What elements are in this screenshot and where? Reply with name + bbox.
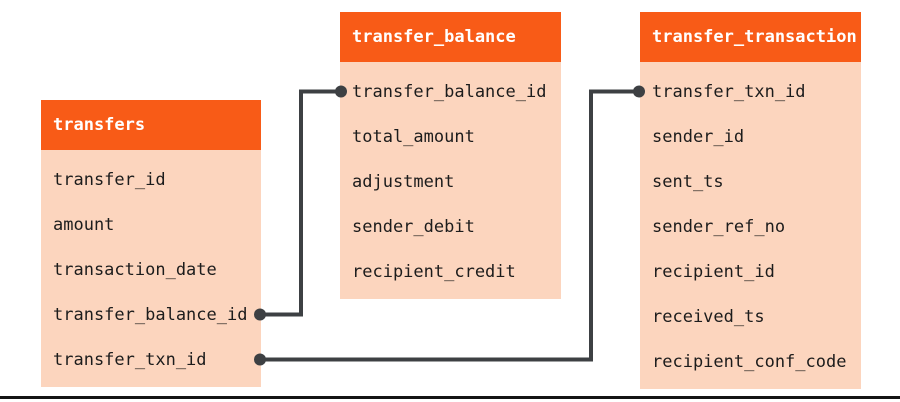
table-transfers-header[interactable]: transfers (41, 100, 261, 150)
field-row[interactable]: amount (53, 214, 115, 235)
table-transfer-transaction-body: transfer_txn_id sender_id sent_ts sender… (640, 62, 861, 389)
field-row[interactable]: sender_debit (352, 216, 475, 237)
field-row[interactable]: transaction_date (53, 259, 217, 280)
field-row[interactable]: adjustment (352, 171, 455, 192)
relationship-line-transfers-to-balance (260, 89, 341, 317)
field-row[interactable]: received_ts (652, 306, 765, 327)
field-row[interactable]: transfer_balance_id (53, 304, 248, 325)
field-row[interactable]: total_amount (352, 126, 475, 147)
table-transfer-transaction: transfer_transaction transfer_txn_id sen… (640, 12, 861, 389)
table-transfer-transaction-header[interactable]: transfer_transaction (640, 12, 861, 62)
field-row[interactable]: transfer_txn_id (53, 349, 207, 370)
table-transfer-balance: transfer_balance transfer_balance_id tot… (340, 12, 561, 299)
field-row[interactable]: sender_id (652, 126, 745, 147)
table-transfers: transfers transfer_id amount transaction… (41, 100, 261, 387)
field-row[interactable]: recipient_id (652, 261, 775, 282)
field-row[interactable]: transfer_txn_id (652, 81, 806, 102)
field-row[interactable]: sent_ts (652, 171, 724, 192)
field-row[interactable]: recipient_credit (352, 261, 516, 282)
field-row[interactable]: sender_ref_no (652, 216, 786, 237)
table-transfer-balance-body: transfer_balance_id total_amount adjustm… (340, 62, 561, 299)
table-transfers-body: transfer_id amount transaction_date tran… (41, 150, 261, 387)
field-row[interactable]: transfer_id (53, 169, 166, 190)
field-row[interactable]: recipient_conf_code (652, 351, 847, 372)
table-transfer-balance-header[interactable]: transfer_balance (340, 12, 561, 62)
bottom-rule (0, 396, 900, 399)
field-row[interactable]: transfer_balance_id (352, 81, 547, 102)
